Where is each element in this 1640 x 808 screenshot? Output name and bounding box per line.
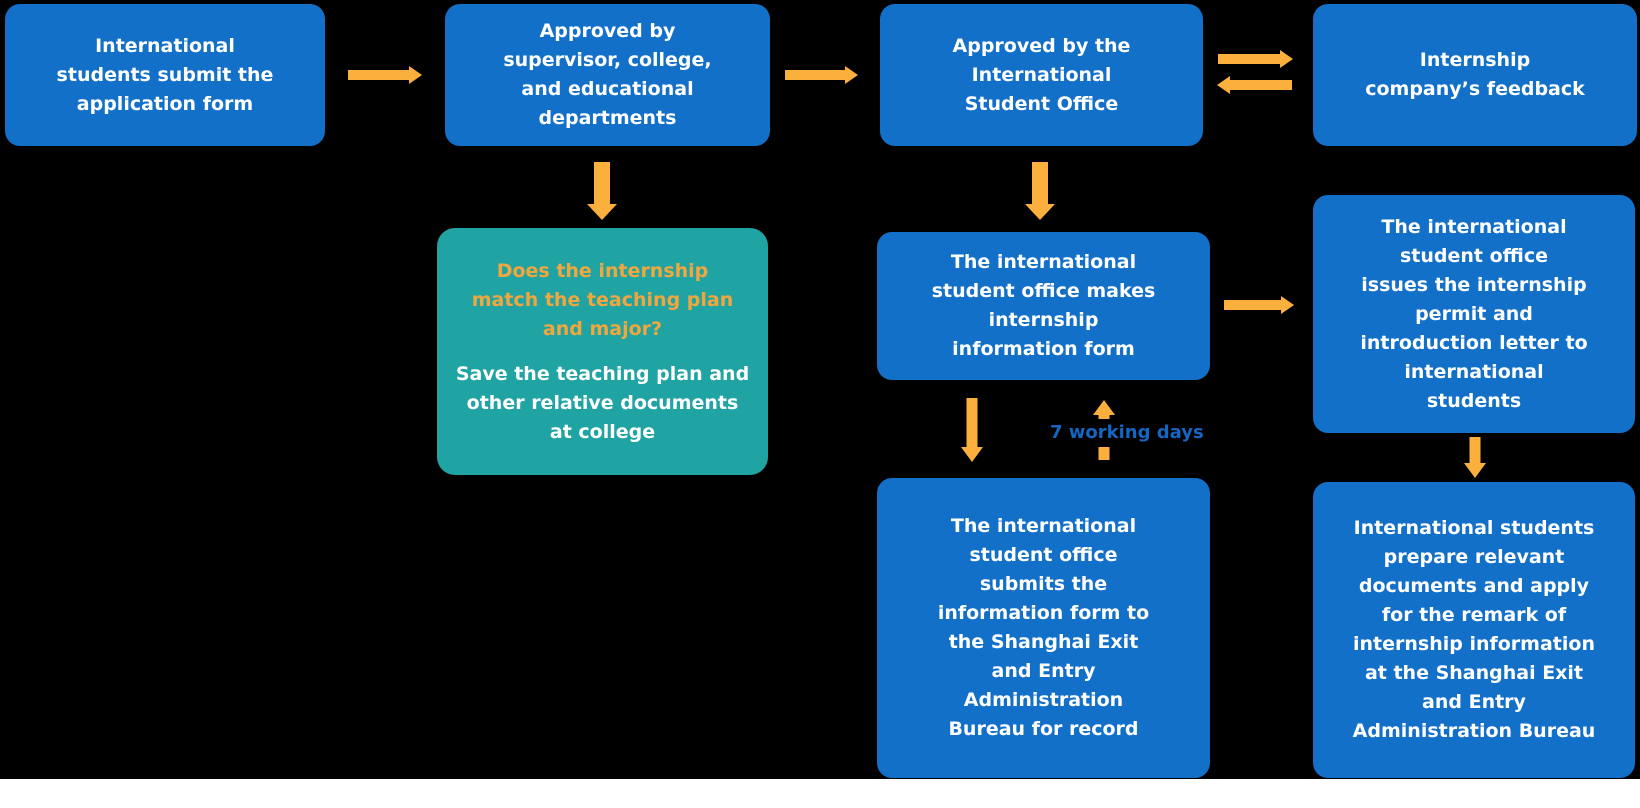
step-issues-permit: The international student office issues … bbox=[1313, 195, 1635, 433]
footer-strip bbox=[0, 779, 1640, 808]
step-makes-information-form: The international student office makes i… bbox=[877, 232, 1210, 380]
arrow-information-form-to-permit-icon bbox=[1224, 288, 1294, 322]
step-apply-for-remark-text: International students prepare relevant … bbox=[1352, 517, 1596, 742]
arrow-departments-to-teaching-check-icon bbox=[587, 162, 617, 220]
step-submits-for-record-text: The international student office submits… bbox=[937, 515, 1150, 740]
step-submit-application: International students submit the applic… bbox=[5, 4, 325, 146]
step-apply-for-remark: International students prepare relevant … bbox=[1313, 482, 1635, 778]
arrow-submit-to-departments-icon bbox=[348, 58, 422, 92]
step-makes-information-form-text: The international student office makes i… bbox=[931, 251, 1156, 360]
step-company-feedback-text: Internship company’s feedback bbox=[1365, 49, 1585, 100]
step-submit-application-text: International students submit the applic… bbox=[56, 34, 274, 115]
step-submits-for-record: The international student office submits… bbox=[877, 478, 1210, 778]
step-company-feedback: Internship company’s feedback bbox=[1313, 4, 1637, 146]
teaching-plan-question-text: Does the internship match the teaching p… bbox=[471, 259, 734, 340]
step-approved-departments-text: Approved by supervisor, college, and edu… bbox=[503, 20, 712, 129]
teaching-plan-note-text: Save the teaching plan and other relativ… bbox=[455, 362, 750, 443]
arrow-information-form-to-record-icon bbox=[961, 398, 983, 462]
seven-working-days-label: 7 working days bbox=[1046, 419, 1208, 447]
step-approved-student-office: Approved by the International Student Of… bbox=[880, 4, 1203, 146]
arrow-student-office-to-information-form-icon bbox=[1025, 162, 1055, 220]
arrow-company-to-student-office-icon bbox=[1217, 68, 1292, 102]
step-approved-departments: Approved by supervisor, college, and edu… bbox=[445, 4, 770, 146]
arrow-permit-to-remark-icon bbox=[1464, 437, 1486, 478]
step-issues-permit-text: The international student office issues … bbox=[1360, 215, 1588, 412]
arrow-departments-to-student-office-icon bbox=[785, 58, 858, 92]
step-approved-student-office-text: Approved by the International Student Of… bbox=[952, 34, 1131, 115]
step-teaching-plan-check: Does the internship match the teaching p… bbox=[437, 228, 768, 475]
